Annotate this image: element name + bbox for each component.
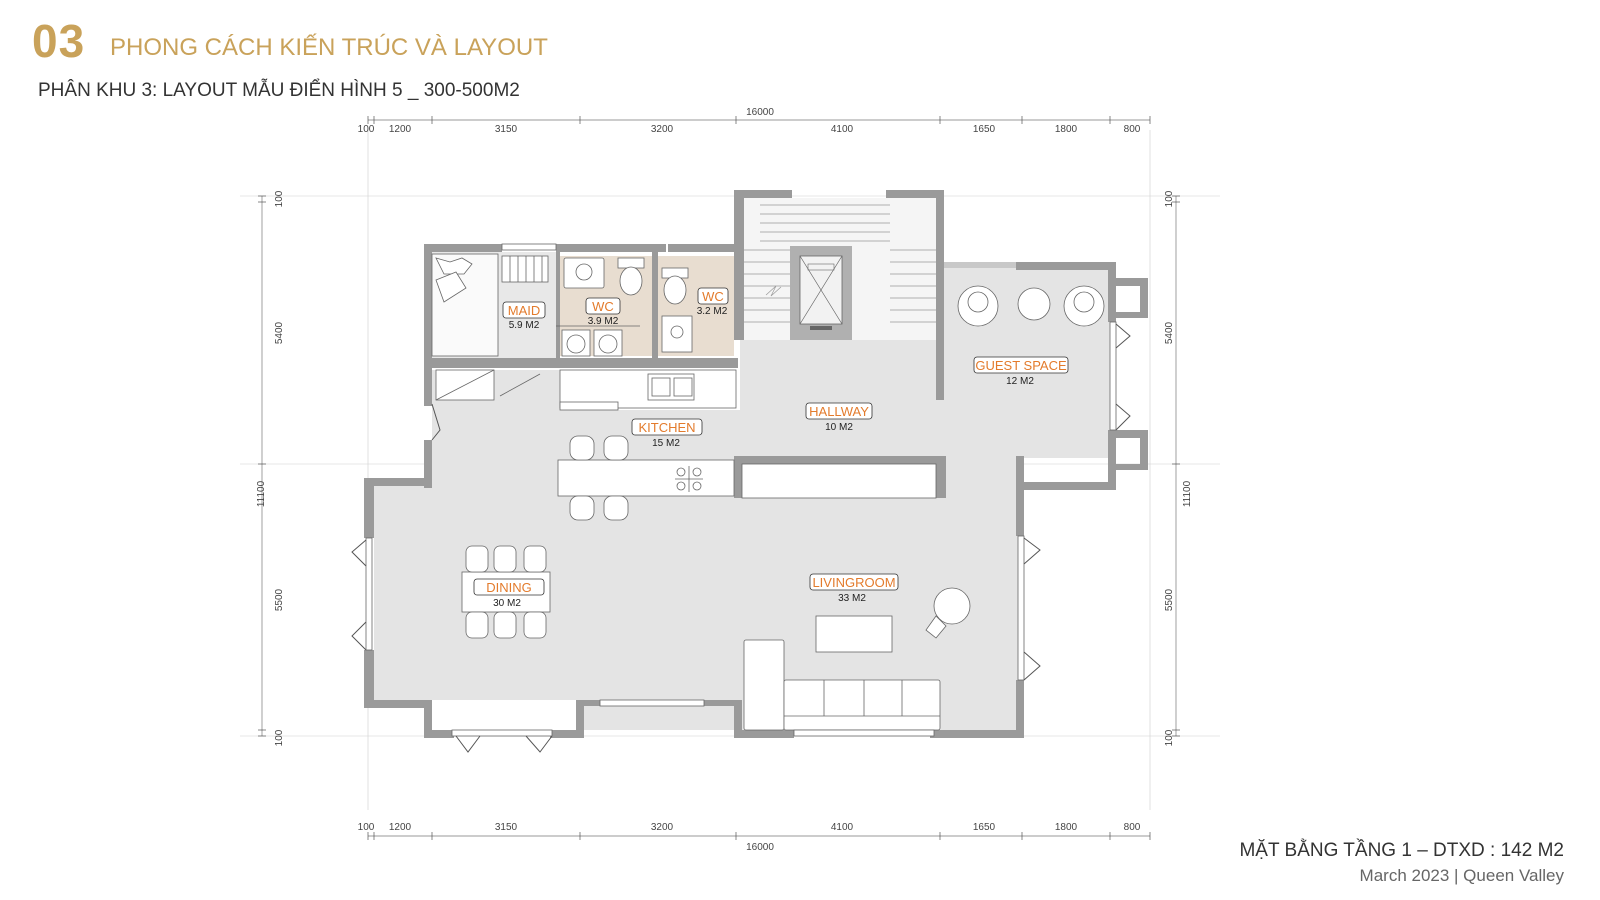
dim-bottom-seg: 1800 [1055, 822, 1078, 833]
bar-stool-icon [603, 435, 629, 461]
staircase [742, 204, 936, 323]
section-title: PHONG CÁCH KIẾN TRÚC VÀ LAYOUT [110, 34, 548, 61]
room-area-hallway: 10 M2 [825, 422, 853, 433]
window [793, 729, 935, 737]
dim-top-seg: 1650 [973, 124, 996, 135]
sofa-chaise [743, 639, 785, 731]
wardrobe-icon [501, 255, 549, 283]
section-number: 03 [32, 15, 86, 67]
armchair-icon [925, 587, 971, 639]
bar-stool-icon [603, 495, 629, 521]
tv-cabinet [741, 463, 937, 499]
room-area-living: 33 M2 [838, 593, 866, 604]
room-label-maid: MAID [508, 303, 541, 318]
elevator [790, 246, 852, 340]
window [1109, 321, 1117, 431]
window [501, 243, 557, 251]
dim-right-seg: 5400 [1164, 321, 1175, 344]
dim-top-seg: 800 [1124, 124, 1141, 135]
room-area-guest: 12 M2 [1006, 376, 1034, 387]
window [365, 537, 373, 651]
dim-bottom-seg: 3150 [495, 822, 518, 833]
dining-chair-icon [465, 545, 489, 573]
dim-top-seg: 1800 [1055, 124, 1078, 135]
window [599, 699, 705, 707]
dim-left-seg: 5500 [274, 588, 285, 611]
section-subtitle: PHÂN KHU 3: LAYOUT MẪU ĐIỂN HÌNH 5 _ 300… [38, 80, 520, 101]
room-area-dining: 30 M2 [493, 598, 521, 609]
dim-top-total: 16000 [746, 107, 774, 118]
dim-top-seg: 100 [358, 124, 375, 135]
dim-top-seg: 3150 [495, 124, 518, 135]
dining-chair-icon [465, 611, 489, 639]
room-label-kitchen: KITCHEN [638, 420, 695, 435]
dim-left-seg: 100 [274, 729, 285, 746]
plan-date: March 2023 | Queen Valley [1359, 866, 1564, 885]
side-table-icon [1017, 287, 1051, 321]
dim-bottom-seg: 3200 [651, 822, 674, 833]
dim-right-total: 11100 [1182, 480, 1193, 507]
window [1017, 535, 1025, 681]
bar-stool-icon [569, 435, 595, 461]
dining-chair-icon [493, 611, 517, 639]
dim-left-total: 11100 [256, 480, 267, 507]
door-swings [351, 323, 1131, 753]
armchair-icon [957, 285, 999, 327]
room-label-living: LIVINGROOM [812, 575, 895, 590]
dim-right-seg: 100 [1164, 190, 1175, 207]
furniture [365, 243, 1117, 737]
room-labels: MAID 5.9 M2 WC 3.9 M2 WC 3.2 M2 GUEST SP… [473, 287, 1069, 609]
bar-stool-icon [569, 495, 595, 521]
room-label-dining: DINING [486, 580, 532, 595]
dim-bottom-seg: 4100 [831, 822, 854, 833]
room-area-kitchen: 15 M2 [652, 438, 680, 449]
dim-left-seg: 100 [274, 190, 285, 207]
window [451, 729, 553, 737]
dimension-lines [258, 116, 1180, 840]
dim-bottom-seg: 800 [1124, 822, 1141, 833]
dim-top-seg: 4100 [831, 124, 854, 135]
dim-bottom-seg: 100 [358, 822, 375, 833]
cooktop-icon [675, 466, 703, 492]
dim-bottom-seg: 1200 [389, 822, 412, 833]
dim-bottom-seg: 1650 [973, 822, 996, 833]
armchair-icon [1063, 285, 1105, 327]
kitchen-island [557, 459, 735, 497]
room-label-hallway: HALLWAY [809, 404, 869, 419]
room-label-wc1: WC [592, 299, 614, 314]
room-area-wc2: 3.2 M2 [697, 306, 728, 317]
dim-bottom-total: 16000 [746, 842, 774, 853]
sofa-icon [783, 679, 941, 731]
room-area-maid: 5.9 M2 [509, 320, 540, 331]
room-area-wc1: 3.9 M2 [588, 316, 619, 327]
coffee-table [815, 615, 893, 653]
dim-top-seg: 1200 [389, 124, 412, 135]
dim-right-seg: 100 [1164, 729, 1175, 746]
dining-chair-icon [493, 545, 517, 573]
dining-chair-icon [523, 545, 547, 573]
walls [364, 190, 1148, 738]
dim-top-seg: 3200 [651, 124, 674, 135]
dim-right-seg: 5500 [1164, 588, 1175, 611]
room-label-wc2: WC [702, 289, 724, 304]
dining-chair-icon [523, 611, 547, 639]
plan-caption: MẶT BẰNG TẦNG 1 – DTXD : 142 M2 [1239, 840, 1564, 861]
room-label-guest: GUEST SPACE [975, 358, 1067, 373]
toilet-icon [617, 257, 645, 269]
dim-left-seg: 5400 [274, 321, 285, 344]
